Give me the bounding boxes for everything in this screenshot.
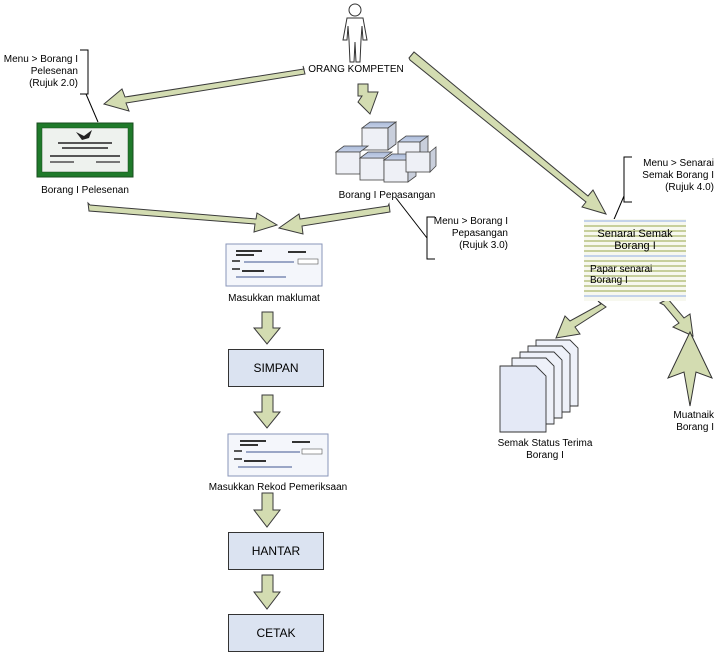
senarai-title: Senarai Semak Borang I bbox=[586, 228, 684, 252]
arrow-actor-to-senarai bbox=[408, 51, 608, 215]
cubes-icon bbox=[334, 121, 437, 183]
arrow-senarai-to-muatnaik bbox=[658, 298, 694, 337]
note-rujuk2: Menu > Borang I Pelesenan (Rujuk 2.0) bbox=[0, 54, 78, 90]
note-leader-rujuk3 bbox=[395, 197, 428, 239]
note-rujuk2-line2: Pelesenan bbox=[30, 66, 78, 77]
note-rujuk3-line2: Pepasangan bbox=[451, 228, 508, 239]
note-rujuk2-line1: Menu > Borang I bbox=[3, 54, 78, 65]
simpan-step: SIMPAN bbox=[228, 349, 324, 387]
note-rujuk4-line2: Semak Borang I bbox=[642, 170, 714, 181]
pelesenan-label: Borang I Pelesenan bbox=[41, 185, 129, 196]
senarai-sub: Papar senarai Borang I bbox=[590, 264, 684, 286]
muatnaik-label: Muatnaik Borang I bbox=[640, 410, 714, 434]
note-rujuk4-line3: (Rujuk 4.0) bbox=[665, 182, 714, 193]
senarai-title-line2: Borang I bbox=[614, 240, 656, 252]
note-rujuk4-line1: Menu > Senarai bbox=[643, 158, 714, 169]
muatnaik-line2: Borang I bbox=[676, 422, 714, 433]
note-bracket-rujuk2 bbox=[80, 49, 89, 95]
arrow-actor-to-pelesenan bbox=[102, 65, 306, 112]
hantar-step: HANTAR bbox=[228, 532, 324, 570]
arrow-actor-to-pepasangan bbox=[357, 83, 379, 115]
senarai-title-line1: Senarai Semak bbox=[597, 228, 673, 240]
arrow-simpan-to-rekod bbox=[252, 394, 282, 429]
cetak-step: CETAK bbox=[228, 614, 324, 652]
note-bracket-rujuk4 bbox=[623, 156, 632, 203]
pepasangan-label: Borang I Pepasangan bbox=[338, 190, 436, 201]
arrow-senarai-to-status bbox=[555, 300, 607, 339]
muatnaik-line1: Muatnaik bbox=[673, 410, 714, 421]
actor-label: ORANG KOMPETEN bbox=[308, 64, 404, 75]
senarai-sub-line2: Borang I bbox=[590, 275, 628, 286]
semak-status-line2: Borang I bbox=[526, 450, 564, 461]
semak-status-label: Semak Status Terima Borang I bbox=[480, 438, 610, 462]
masukkan-maklumat-label: Masukkan maklumat bbox=[228, 293, 320, 304]
note-leader-rujuk2 bbox=[85, 93, 99, 123]
arrow-masukkan-to-simpan bbox=[252, 311, 282, 345]
arrow-pepasangan-to-masukkan bbox=[277, 202, 391, 235]
arrow-hantar-to-cetak bbox=[252, 574, 282, 610]
person-icon bbox=[342, 3, 368, 63]
note-rujuk3-line3: (Rujuk 3.0) bbox=[459, 240, 508, 251]
note-rujuk4: Menu > Senarai Semak Borang I (Rujuk 4.0… bbox=[622, 158, 714, 194]
form-icon bbox=[225, 243, 323, 287]
masukkan-rekod-label: Masukkan Rekod Pemeriksaan bbox=[208, 482, 348, 493]
upload-icon bbox=[667, 330, 713, 407]
note-rujuk3-line1: Menu > Borang I bbox=[433, 216, 508, 227]
form-icon bbox=[227, 433, 329, 477]
certificate-icon bbox=[36, 122, 134, 178]
list-icon bbox=[584, 219, 686, 301]
documents-icon bbox=[499, 339, 579, 433]
arrow-pelesenan-to-masukkan bbox=[87, 201, 279, 233]
note-rujuk2-line3: (Rujuk 2.0) bbox=[29, 78, 78, 89]
semak-status-line1: Semak Status Terima bbox=[497, 438, 593, 449]
senarai-sub-line1: Papar senarai bbox=[590, 264, 653, 275]
arrow-rekod-to-hantar bbox=[252, 492, 282, 528]
note-rujuk3: Menu > Borang I Pepasangan (Rujuk 3.0) bbox=[418, 216, 508, 252]
